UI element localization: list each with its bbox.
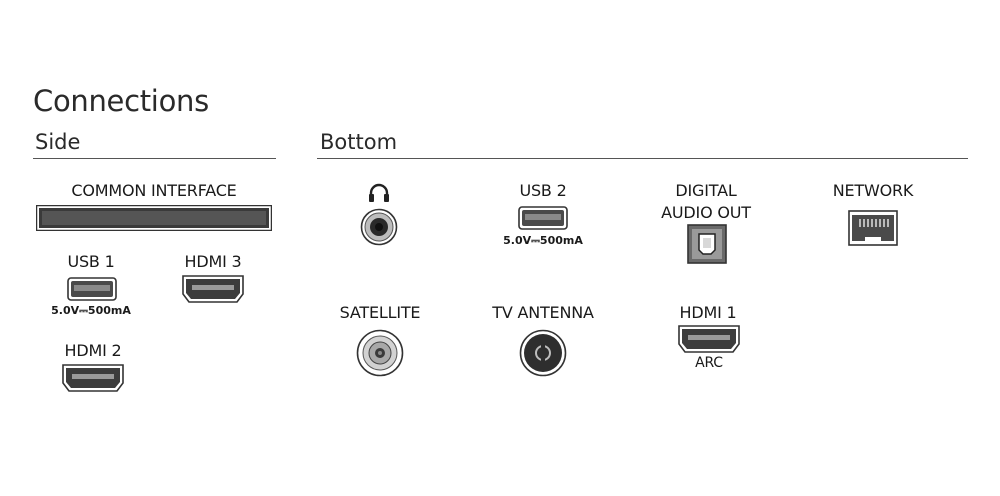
usb1-rating: 5.0V⎓500mA <box>51 304 131 317</box>
usb2-rating: 5.0V⎓500mA <box>503 234 583 247</box>
hdmi1-arc-note: ARC <box>695 355 723 371</box>
section-title-side: Side <box>35 130 81 154</box>
digital-audio-label-line1: DIGITAL <box>675 181 737 200</box>
ci-slot-icon <box>36 205 272 231</box>
headphone-icon <box>368 183 390 203</box>
hdmi3-label: HDMI 3 <box>184 252 242 271</box>
hdmi1-label: HDMI 1 <box>679 303 737 322</box>
divider-bottom <box>317 158 968 159</box>
tv-antenna-label: TV ANTENNA <box>492 303 594 322</box>
common-interface-label: COMMON INTERFACE <box>71 181 237 200</box>
digital-audio-label-line2: AUDIO OUT <box>661 203 751 222</box>
hdmi-port-icon <box>182 275 244 303</box>
section-title-bottom: Bottom <box>320 130 398 154</box>
network-label: NETWORK <box>832 181 914 200</box>
page-title: Connections <box>33 84 209 118</box>
coax-port-icon <box>356 329 404 377</box>
antenna-port-icon <box>519 329 567 377</box>
satellite-label: SATELLITE <box>339 303 421 322</box>
usb1-label: USB 1 <box>67 252 115 271</box>
hdmi2-label: HDMI 2 <box>64 341 122 360</box>
headphone-jack-icon <box>360 208 398 246</box>
usb2-label: USB 2 <box>519 181 567 200</box>
hdmi-port-icon <box>678 325 740 353</box>
hdmi-port-icon <box>62 364 124 392</box>
optical-port-icon <box>687 224 727 264</box>
usb-port-icon <box>518 206 568 230</box>
ethernet-port-icon <box>848 210 898 246</box>
usb-port-icon <box>67 277 117 301</box>
divider-side <box>33 158 276 159</box>
